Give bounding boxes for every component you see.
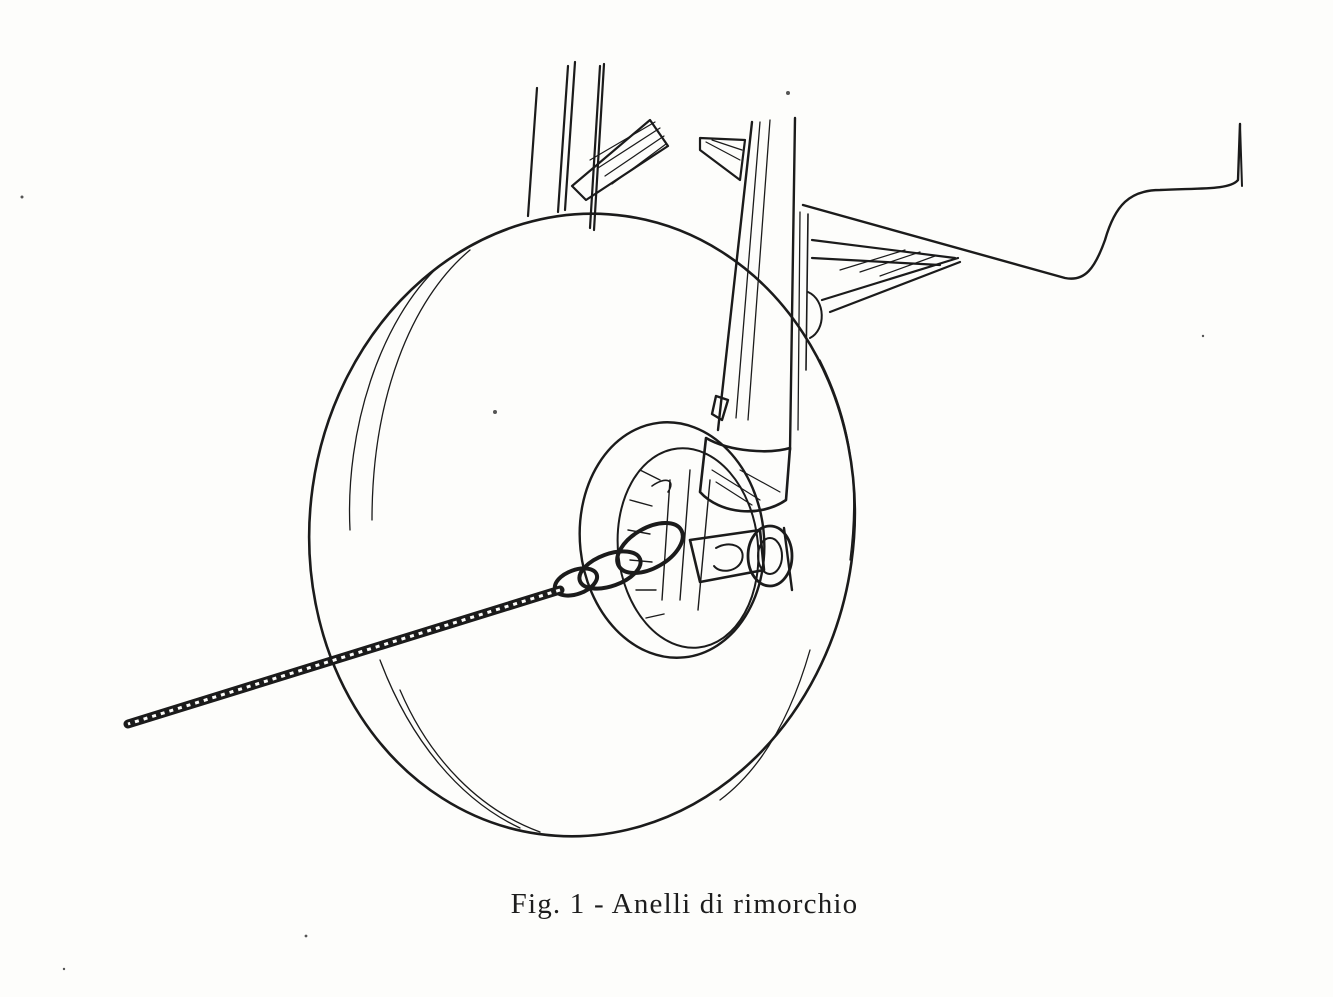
figure-caption: Fig. 1 - Anelli di rimorchio: [0, 888, 1333, 921]
paper-specks: [20, 91, 1205, 971]
tow-chain-links: [552, 521, 685, 598]
oleo-leg: [698, 116, 823, 513]
caption-separator: -: [585, 888, 612, 920]
figure-label: Fig. 1: [510, 888, 586, 920]
fuselage-underside: [801, 122, 1243, 280]
towing-ring-fitting: [688, 524, 794, 592]
landing-gear-struts: [526, 60, 962, 314]
tow-cable: [123, 585, 565, 729]
tyre: [307, 212, 857, 838]
figure-title: Anelli di rimorchio: [611, 888, 859, 920]
